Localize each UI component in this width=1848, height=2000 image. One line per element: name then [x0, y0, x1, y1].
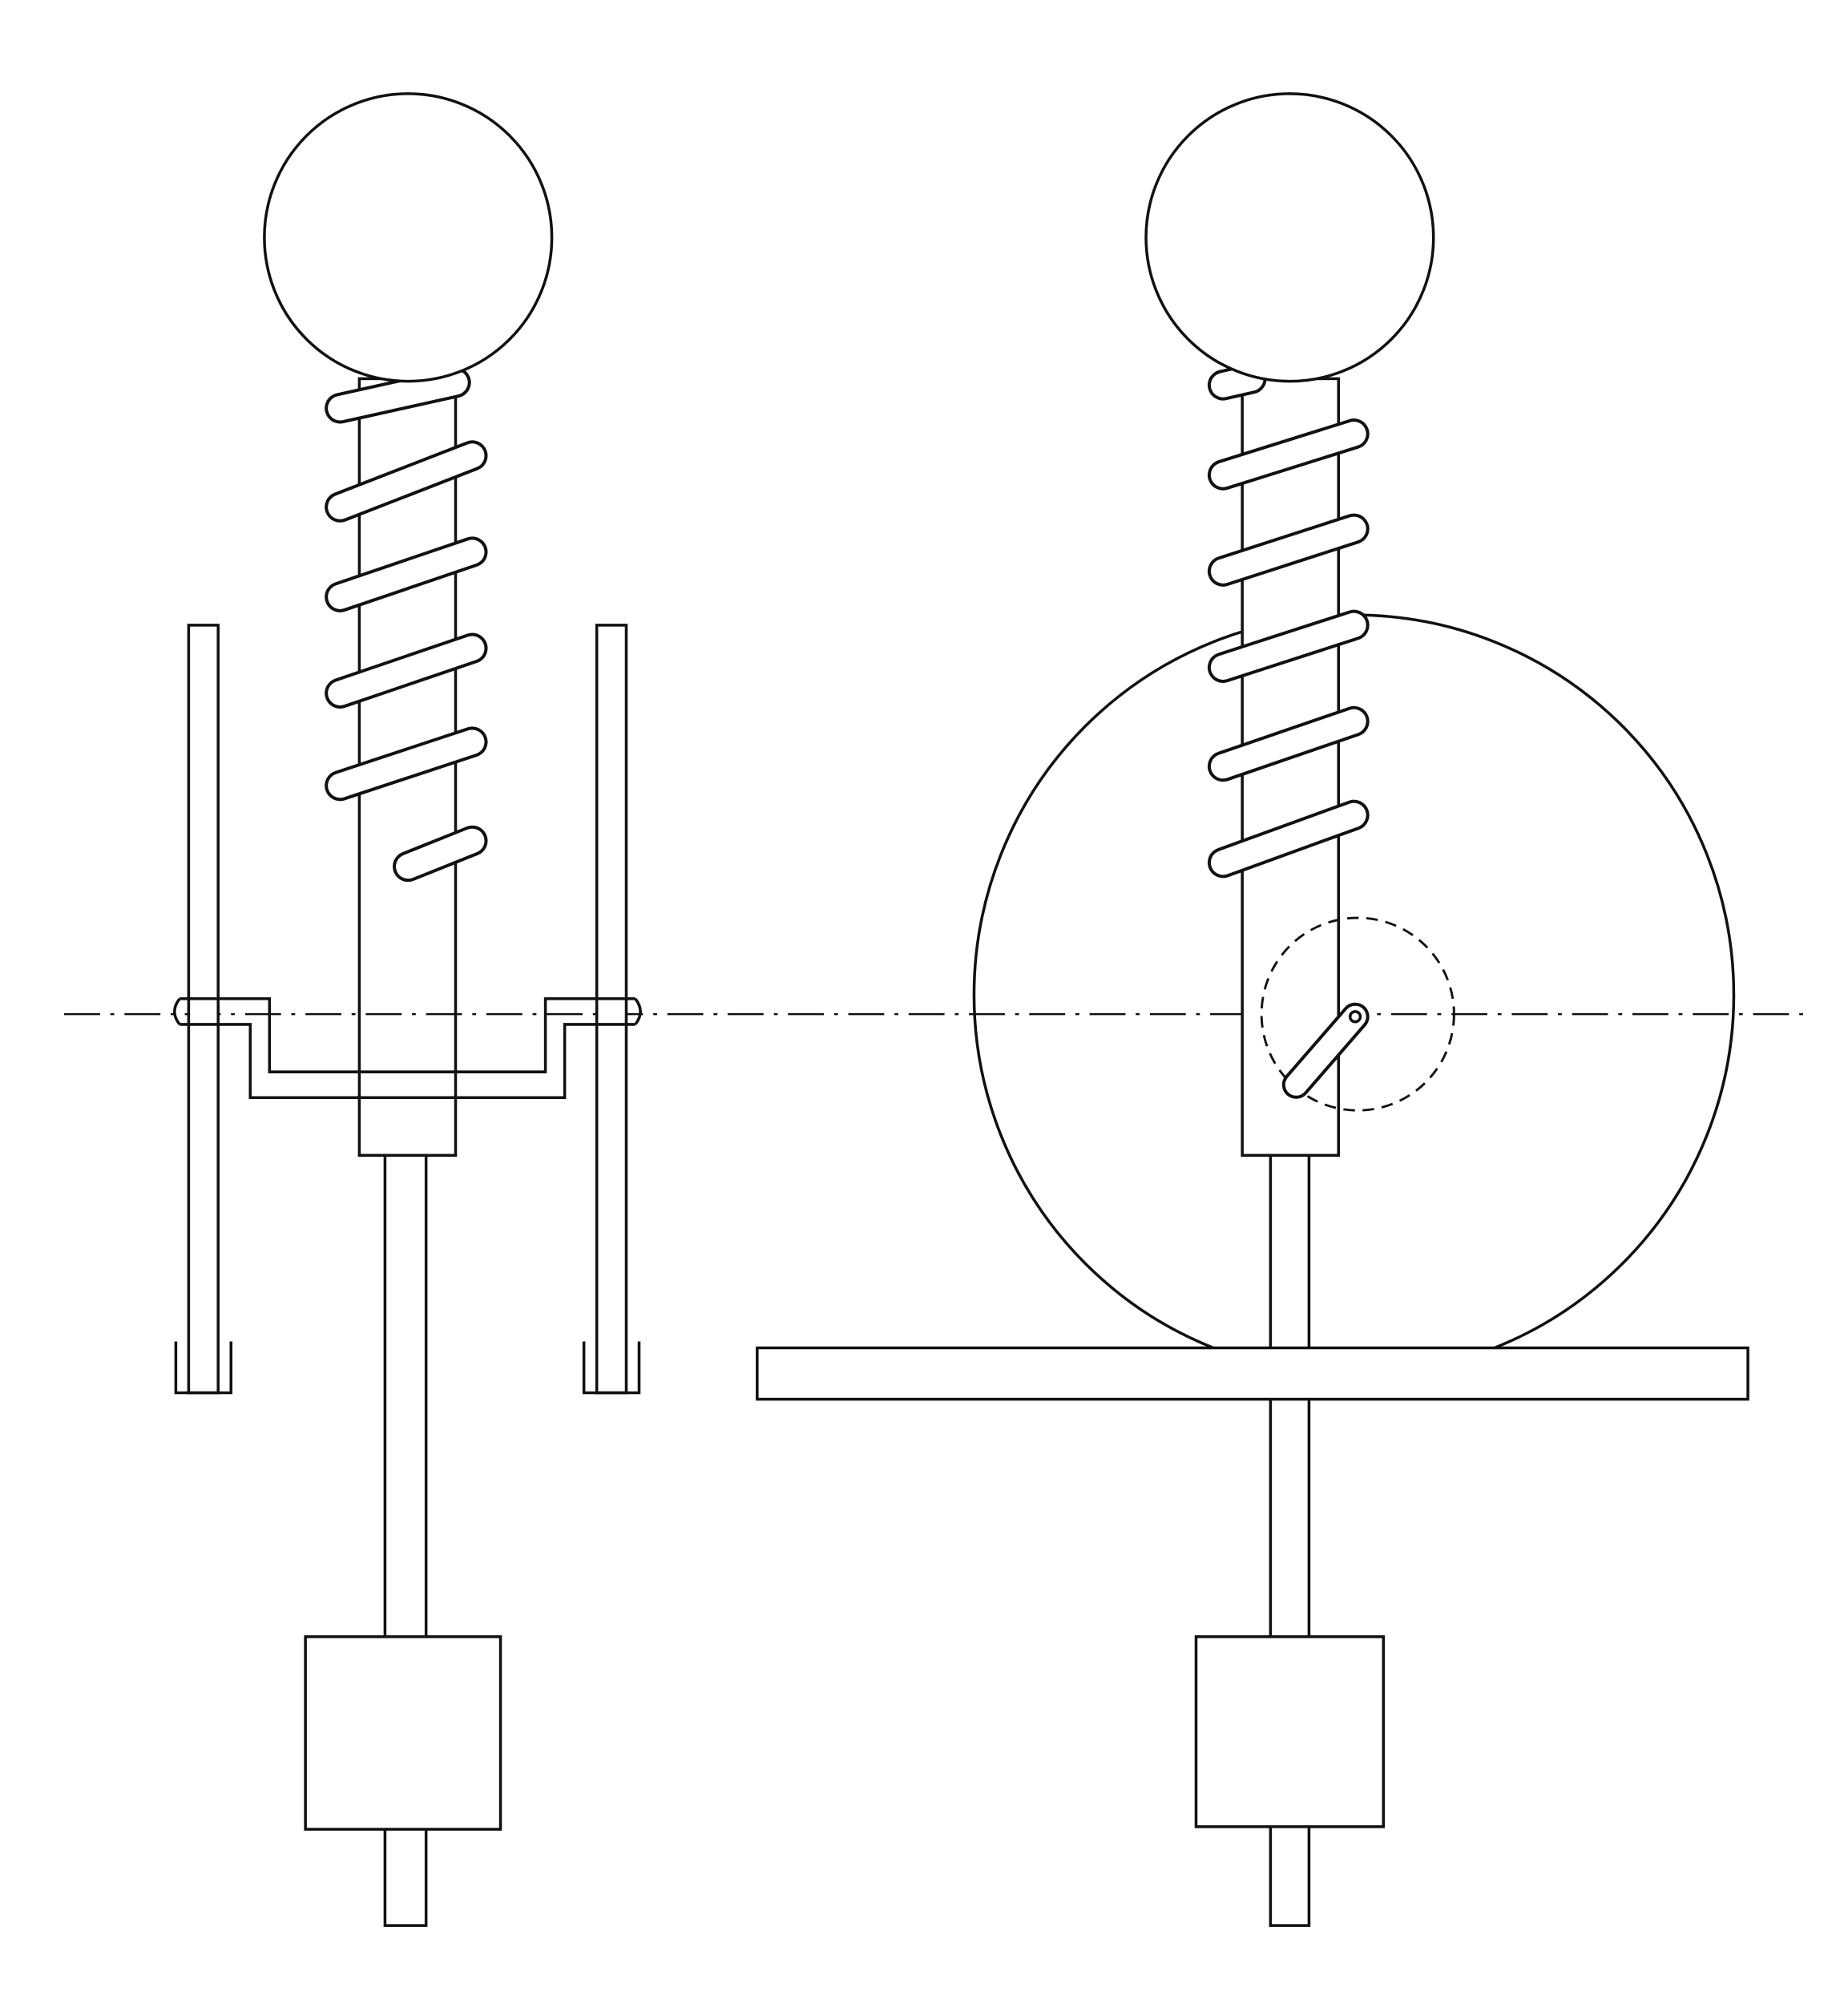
base-plank	[756, 1346, 1749, 1401]
coil-spring	[325, 367, 488, 883]
ball-head	[1144, 92, 1435, 383]
left-bar-foot	[174, 1341, 233, 1395]
coil-spring	[1207, 363, 1370, 879]
weight-block	[304, 1635, 502, 1831]
front-view	[173, 92, 642, 1927]
ball-head	[263, 92, 554, 383]
crank-circle-dashed	[1260, 916, 1455, 1112]
crank-pin	[1281, 1002, 1370, 1099]
side-view	[756, 92, 1749, 1927]
weight-block	[1194, 1635, 1386, 1828]
left-side-bar	[187, 624, 220, 1395]
crank-axle	[173, 997, 642, 1099]
right-bar-foot	[582, 1341, 641, 1395]
right-side-bar	[595, 624, 628, 1395]
